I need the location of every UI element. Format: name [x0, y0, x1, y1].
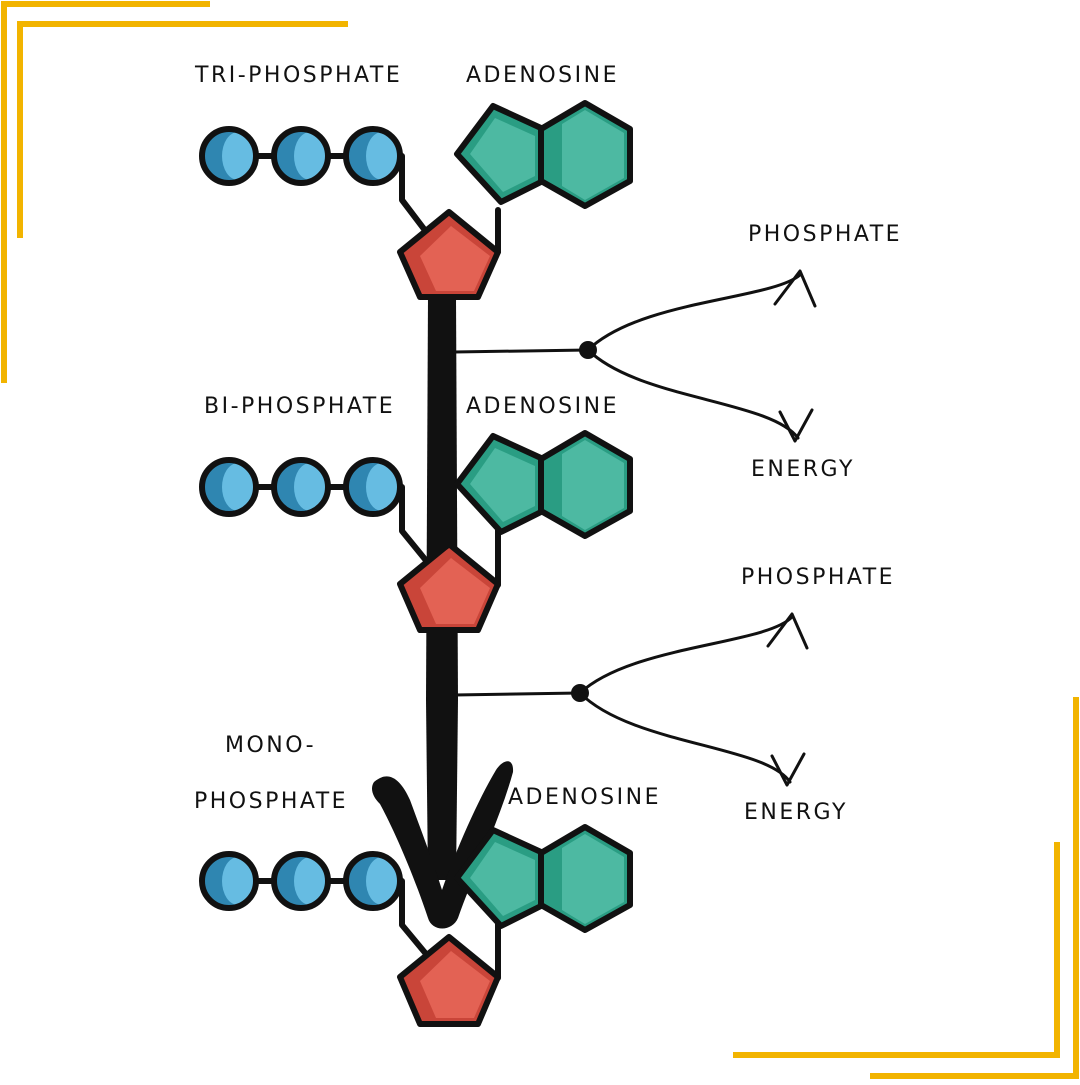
phosphate-bead — [199, 457, 259, 517]
phosphate-bead — [199, 851, 259, 911]
release-branch-2 — [452, 612, 809, 787]
adenine-rings — [454, 430, 633, 539]
frame-bottom-right — [733, 697, 1079, 1079]
label-mono-line2: PHOSPHATE — [194, 789, 349, 814]
phosphate-bead — [343, 126, 403, 186]
phosphate-chain — [199, 457, 501, 588]
label-phosphate-release-2: PHOSPHATE — [741, 565, 896, 590]
phosphate-bead — [199, 126, 259, 186]
adenine-rings — [454, 824, 633, 933]
frame-top-left — [1, 1, 348, 383]
label-phosphate-release-1: PHOSPHATE — [748, 222, 903, 247]
ribose-sugar — [397, 934, 501, 1027]
adenine-rings — [454, 100, 633, 209]
ribose-sugar — [397, 209, 501, 300]
label-energy-release-2: ENERGY — [744, 800, 848, 825]
label-tri-phosphate: TRI-PHOSPHATE — [195, 63, 403, 88]
label-mono-line1: MONO- — [225, 733, 317, 758]
reaction-arrow-shaft-overlay — [430, 300, 456, 870]
phosphate-chain — [199, 126, 501, 261]
phosphate-bead — [271, 851, 331, 911]
label-energy-release-1: ENERGY — [751, 457, 855, 482]
phosphate-chain — [199, 851, 501, 981]
ribose-sugar — [397, 541, 501, 633]
label-adenosine-3: ADENOSINE — [508, 785, 661, 810]
label-bi-phosphate: BI-PHOSPHATE — [204, 394, 396, 419]
label-adenosine-2: ADENOSINE — [466, 394, 619, 419]
release-branch-1 — [452, 269, 817, 443]
molecule-amp — [199, 824, 633, 1027]
phosphate-bead — [271, 126, 331, 186]
molecule-adp — [199, 430, 633, 633]
molecule-atp — [199, 100, 633, 300]
phosphate-bead — [343, 851, 403, 911]
phosphate-bead — [271, 457, 331, 517]
label-adenosine-1: ADENOSINE — [466, 63, 619, 88]
phosphate-bead — [343, 457, 403, 517]
